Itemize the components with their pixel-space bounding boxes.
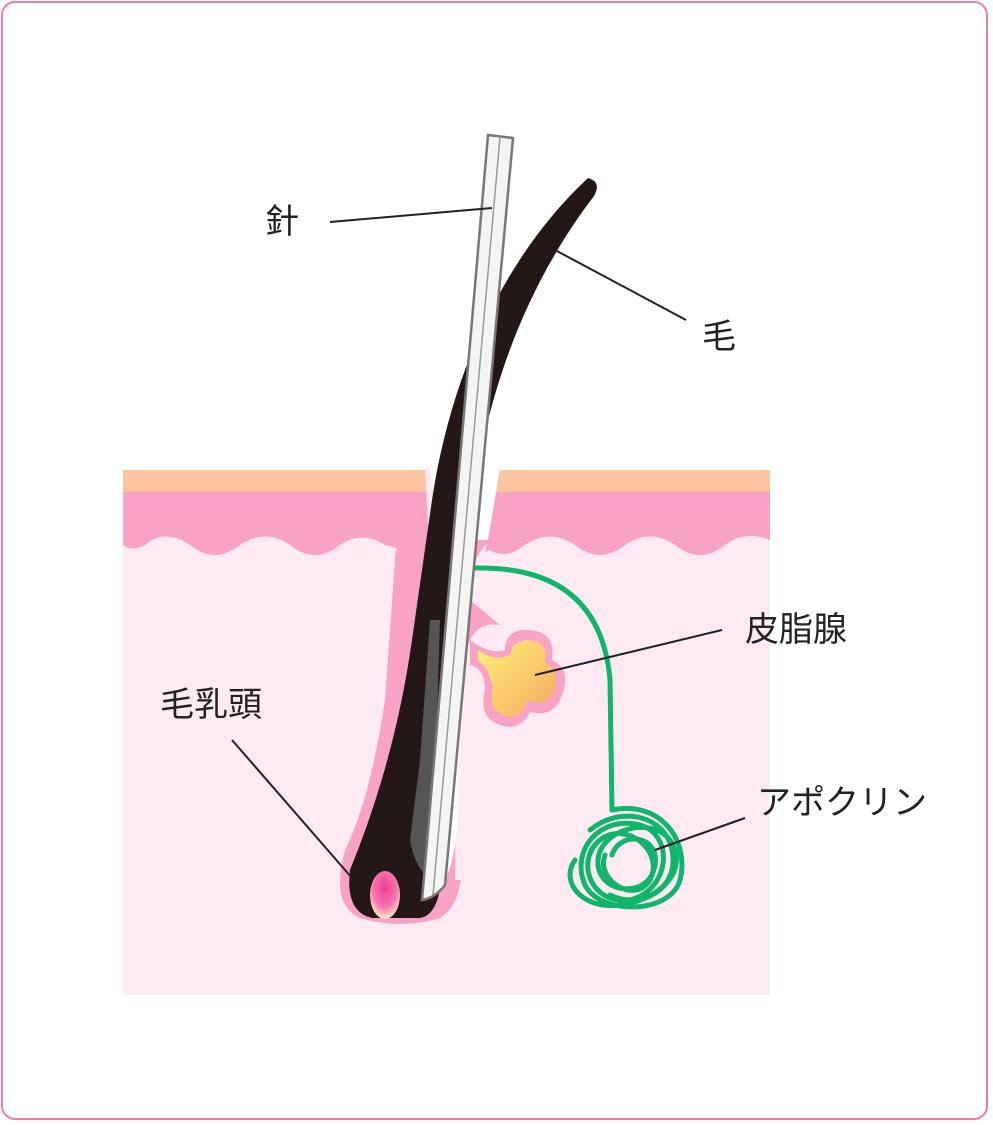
dermal-papilla xyxy=(370,871,400,919)
label-dermal-papilla: 毛乳頭 xyxy=(160,685,262,725)
label-needle: 針 xyxy=(265,202,299,242)
label-hair: 毛 xyxy=(702,317,736,357)
leader-lines xyxy=(231,207,746,879)
needle xyxy=(420,133,515,902)
apocrine-gland xyxy=(473,565,685,910)
label-sebaceous-gland: 皮脂腺 xyxy=(745,610,847,650)
sebaceous-gland xyxy=(470,629,566,727)
hair-shaft xyxy=(349,178,597,918)
label-apocrine: アポクリン xyxy=(757,783,927,823)
